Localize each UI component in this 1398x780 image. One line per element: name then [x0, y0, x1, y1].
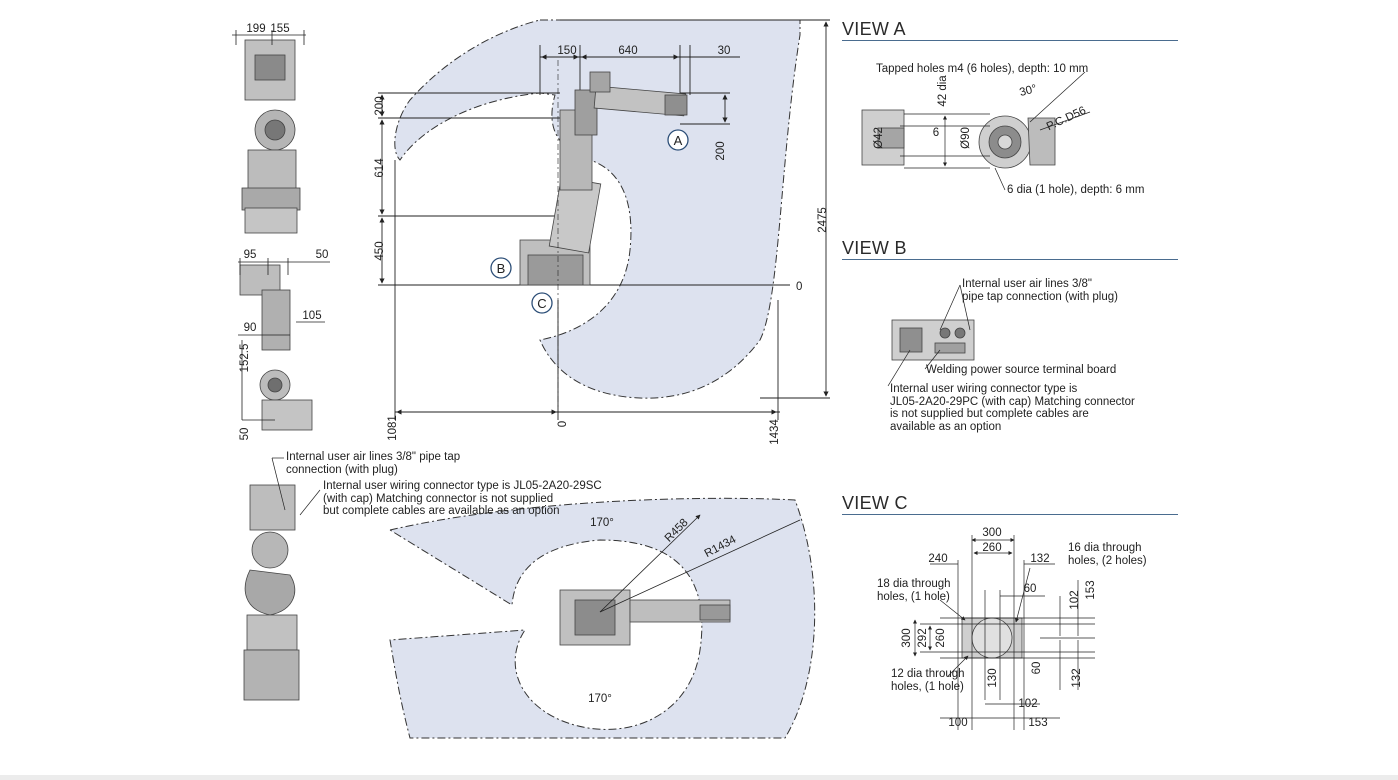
view-c-d300: 300	[982, 527, 1001, 539]
view-c-dims	[912, 535, 1095, 730]
view-c-d292: 292	[917, 628, 929, 647]
view-c-d260-left: 260	[935, 628, 947, 647]
view-c-d153-bottom: 153	[1028, 717, 1047, 729]
view-a-d42: Ø42	[873, 127, 885, 149]
dim-30: 30	[718, 45, 731, 57]
dim-zero-bottom: 0	[557, 421, 569, 427]
view-a-d90: Ø90	[960, 127, 972, 149]
view-a-d6: 6	[933, 127, 939, 139]
view-b-title: VIEW B	[842, 238, 907, 258]
dim-199: 199	[246, 23, 265, 35]
work-envelope-side	[394, 19, 801, 399]
dim-zero-right: 0	[796, 281, 802, 293]
marker-a: A	[667, 129, 689, 151]
view-b-welding-note: Welding power source terminal board	[926, 364, 1117, 376]
view-c-d130: 130	[987, 668, 999, 687]
robot-side-view	[519, 71, 688, 286]
side-leaders	[271, 457, 321, 516]
view-a-42dia: 42 dia	[937, 75, 949, 107]
dim-150: 150	[557, 45, 576, 57]
dim-1081: 1081	[387, 415, 399, 441]
view-c-18dia-note: 18 dia through holes, (1 hole)	[877, 578, 951, 603]
dim-1434: 1434	[769, 419, 781, 445]
view-c-d102-right: 102	[1069, 590, 1081, 609]
dim-50-top: 50	[316, 249, 329, 261]
marker-a-label: A	[674, 133, 683, 148]
dim-90: 90	[244, 322, 257, 334]
dim-152-5: 152.5	[239, 344, 251, 373]
view-a-tapped-holes-note: Tapped holes m4 (6 holes), depth: 10 mm	[876, 63, 1089, 75]
dim-2475: 2475	[817, 207, 829, 233]
view-c-d60-top: 60	[1024, 583, 1037, 595]
view-b-figure	[891, 319, 975, 361]
view-c-16dia-note: 16 dia through holes, (2 holes)	[1068, 542, 1147, 567]
view-b-air-lines-note: Internal user air lines 3/8" pipe tap co…	[962, 278, 1118, 303]
robot-rear-side-view	[243, 484, 300, 701]
view-a-angle: 30°	[1018, 83, 1038, 99]
work-envelope-top	[388, 497, 816, 739]
front-dims	[232, 30, 306, 45]
view-c-d153-right: 153	[1085, 580, 1097, 599]
view-a-pcd: P.C.D56	[1045, 105, 1088, 134]
top-view-radius-leaders	[599, 514, 801, 613]
view-b-leaders	[887, 284, 971, 387]
dim-95: 95	[244, 249, 257, 261]
robot-front-view	[241, 39, 301, 234]
view-a-rule	[842, 40, 1178, 41]
dim-614: 614	[374, 158, 386, 178]
marker-b: B	[490, 257, 512, 279]
dim-200-upper: 200	[374, 96, 386, 115]
dim-105: 105	[302, 310, 321, 322]
main-dimension-lines	[378, 19, 830, 420]
dim-450: 450	[374, 241, 386, 260]
dim-640: 640	[618, 45, 637, 57]
view-c-title: VIEW C	[842, 493, 908, 513]
view-c-d132-right: 132	[1071, 668, 1083, 687]
view-c-rule	[842, 514, 1178, 515]
bottom-bar	[0, 775, 1398, 780]
view-a-title: VIEW A	[842, 19, 906, 39]
dim-155: 155	[270, 23, 289, 35]
rear-dims	[238, 258, 330, 421]
dim-50-bottom: 50	[239, 428, 251, 441]
view-c-12dia-note: 12 dia through holes, (1 hole)	[891, 668, 965, 693]
view-b-wiring-note: Internal user wiring connector type is J…	[890, 383, 1135, 433]
angle-170-bottom: 170°	[588, 693, 612, 705]
marker-b-label: B	[497, 261, 506, 276]
marker-c-label: C	[537, 296, 546, 311]
side-air-lines-note: Internal user air lines 3/8" pipe tap co…	[286, 451, 461, 476]
view-a-figure	[861, 109, 1056, 169]
view-c-d60-right: 60	[1031, 662, 1043, 675]
view-b-rule	[842, 259, 1178, 260]
robot-rear-view	[239, 264, 313, 431]
view-c-d102-bottom: 102	[1018, 698, 1037, 710]
view-c-d240: 240	[928, 553, 947, 565]
view-a-dims	[900, 71, 1091, 191]
view-c-d100: 100	[948, 717, 967, 729]
marker-c: C	[531, 292, 553, 314]
view-c-d132-top: 132	[1030, 553, 1049, 565]
dim-200-right: 200	[715, 141, 727, 160]
robot-top-view	[559, 589, 731, 646]
view-c-d260: 260	[982, 542, 1001, 554]
angle-170-top: 170°	[590, 517, 614, 529]
view-a-6dia-note: 6 dia (1 hole), depth: 6 mm	[1007, 184, 1145, 196]
side-wiring-note: Internal user wiring connector type is J…	[323, 480, 602, 517]
view-c-d300-left: 300	[901, 628, 913, 647]
